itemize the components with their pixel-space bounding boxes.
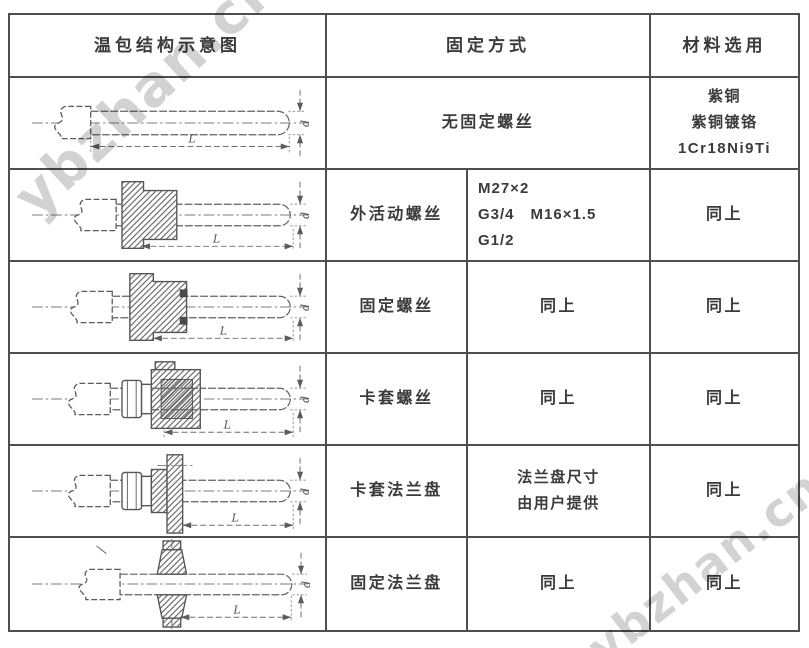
fixing-method-cell: 固定螺丝 — [327, 262, 468, 354]
dimension-label-length: L — [223, 418, 234, 431]
thread-spec-cell: 法兰盘尺寸 由用户提供 — [468, 446, 651, 538]
diagram-cell-row6: L d — [10, 538, 327, 630]
material-cell: 同上 — [651, 446, 798, 538]
dimension-label-diameter: d — [299, 302, 312, 311]
thread-spec-cell: M27×2 G3/4 M16×1.5 G1/2 — [468, 170, 651, 262]
header-material: 材料选用 — [651, 15, 798, 78]
diagram-cell-row1: L d — [10, 78, 327, 170]
diagram-cell-row3: L d — [10, 262, 327, 354]
header-structure: 温包结构示意图 — [10, 15, 327, 78]
dimension-label-diameter: d — [299, 210, 312, 219]
dimension-label-diameter: d — [299, 118, 312, 127]
diagram-ferrule-flange: L d — [32, 454, 312, 534]
material-cell: 紫铜 紫铜镀铬 1Cr18Ni9Ti — [651, 78, 798, 170]
dimension-label-length: L — [219, 324, 230, 337]
thread-spec-cell: 同上 — [468, 354, 651, 446]
diagram-plain-bulb: L d — [32, 89, 312, 157]
diagram-cell-row5: L d — [10, 446, 327, 538]
diagram-cell-row2: L d — [10, 170, 327, 262]
material-cell: 同上 — [705, 575, 743, 592]
diagram-fixed-screw: L d — [32, 273, 312, 343]
dimension-label-diameter: d — [299, 394, 312, 403]
fixing-method-cell: 无固定螺丝 — [327, 78, 651, 170]
dimension-label-length: L — [233, 603, 244, 616]
fixing-method-cell: 外活动螺丝 — [327, 170, 468, 262]
material-cell: 同上 — [651, 354, 798, 446]
dimension-label-length: L — [188, 133, 199, 146]
thread-spec-cell: 同上 — [468, 538, 651, 630]
spec-table: 温包结构示意图 固定方式 材料选用 L d 无固定螺丝 紫铜 紫铜镀铬 1Cr1… — [8, 13, 800, 632]
material-cell: 同上 — [651, 170, 798, 262]
thread-spec-cell: 同上 — [468, 262, 651, 354]
dimension-label-diameter: d — [300, 579, 313, 588]
fixing-method-cell: 卡套螺丝 — [327, 354, 468, 446]
dimension-label-length: L — [231, 511, 242, 524]
diagram-external-movable-screw: L d — [32, 181, 312, 251]
fixing-method-cell: 卡套法兰盘 — [327, 446, 468, 538]
diagram-ferrule-screw: L d — [32, 361, 312, 438]
diagram-cell-row4: L d — [10, 354, 327, 446]
dimension-label-diameter: d — [299, 486, 312, 495]
material-cell: 同上 — [651, 262, 798, 354]
diagram-fixed-flange: L d — [32, 539, 313, 629]
header-fixing: 固定方式 — [327, 15, 651, 78]
fixing-method-cell: 固定法兰盘 — [327, 538, 468, 630]
dimension-label-length: L — [212, 232, 223, 245]
